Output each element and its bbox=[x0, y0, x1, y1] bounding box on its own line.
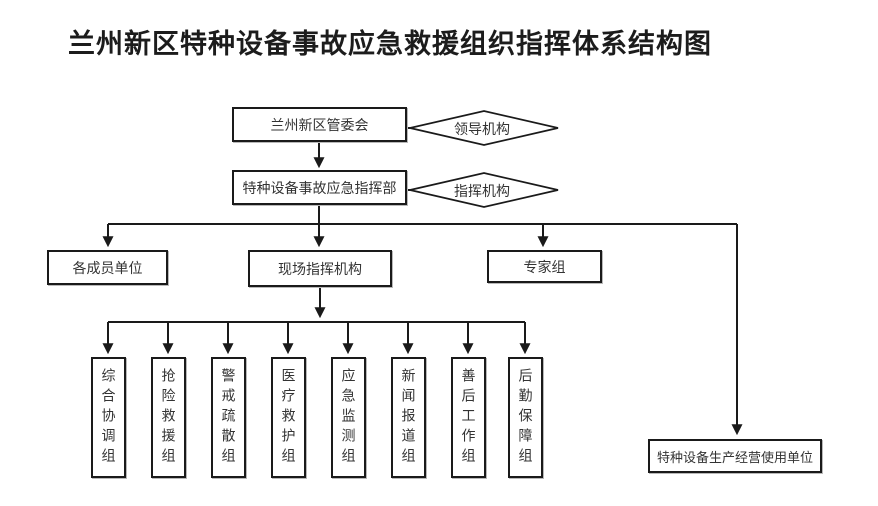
node-emergency-headquarters: 特种设备事故应急指挥部 bbox=[232, 170, 407, 205]
node-expert-group: 专家组 bbox=[487, 250, 602, 283]
group-box-news: 新闻报道组 bbox=[391, 357, 426, 478]
node-production-units: 特种设备生产经营使用单位 bbox=[648, 439, 822, 473]
command-diamond-shape bbox=[409, 172, 559, 208]
leadership-diamond-label: 领导机构 bbox=[454, 121, 510, 137]
group-box-logistics: 后勤保障组 bbox=[508, 357, 543, 478]
node-top-committee: 兰州新区管委会 bbox=[232, 107, 407, 142]
command-diamond-label: 指挥机构 bbox=[454, 183, 510, 199]
leadership-diamond-shape bbox=[409, 110, 559, 146]
group-box-medical: 医疗救护组 bbox=[271, 357, 306, 478]
group-box-aftermath: 善后工作组 bbox=[451, 357, 486, 478]
group-box-coordination: 综合协调组 bbox=[91, 357, 126, 478]
diagram-title: 兰州新区特种设备事故应急救援组织指挥体系结构图 bbox=[68, 29, 712, 59]
group-box-monitoring: 应急监测组 bbox=[331, 357, 366, 478]
group-box-evacuation: 警戒疏散组 bbox=[211, 357, 246, 478]
node-member-units: 各成员单位 bbox=[47, 250, 168, 285]
group-box-rescue: 抢险救援组 bbox=[151, 357, 186, 478]
node-onsite-command: 现场指挥机构 bbox=[248, 250, 392, 287]
